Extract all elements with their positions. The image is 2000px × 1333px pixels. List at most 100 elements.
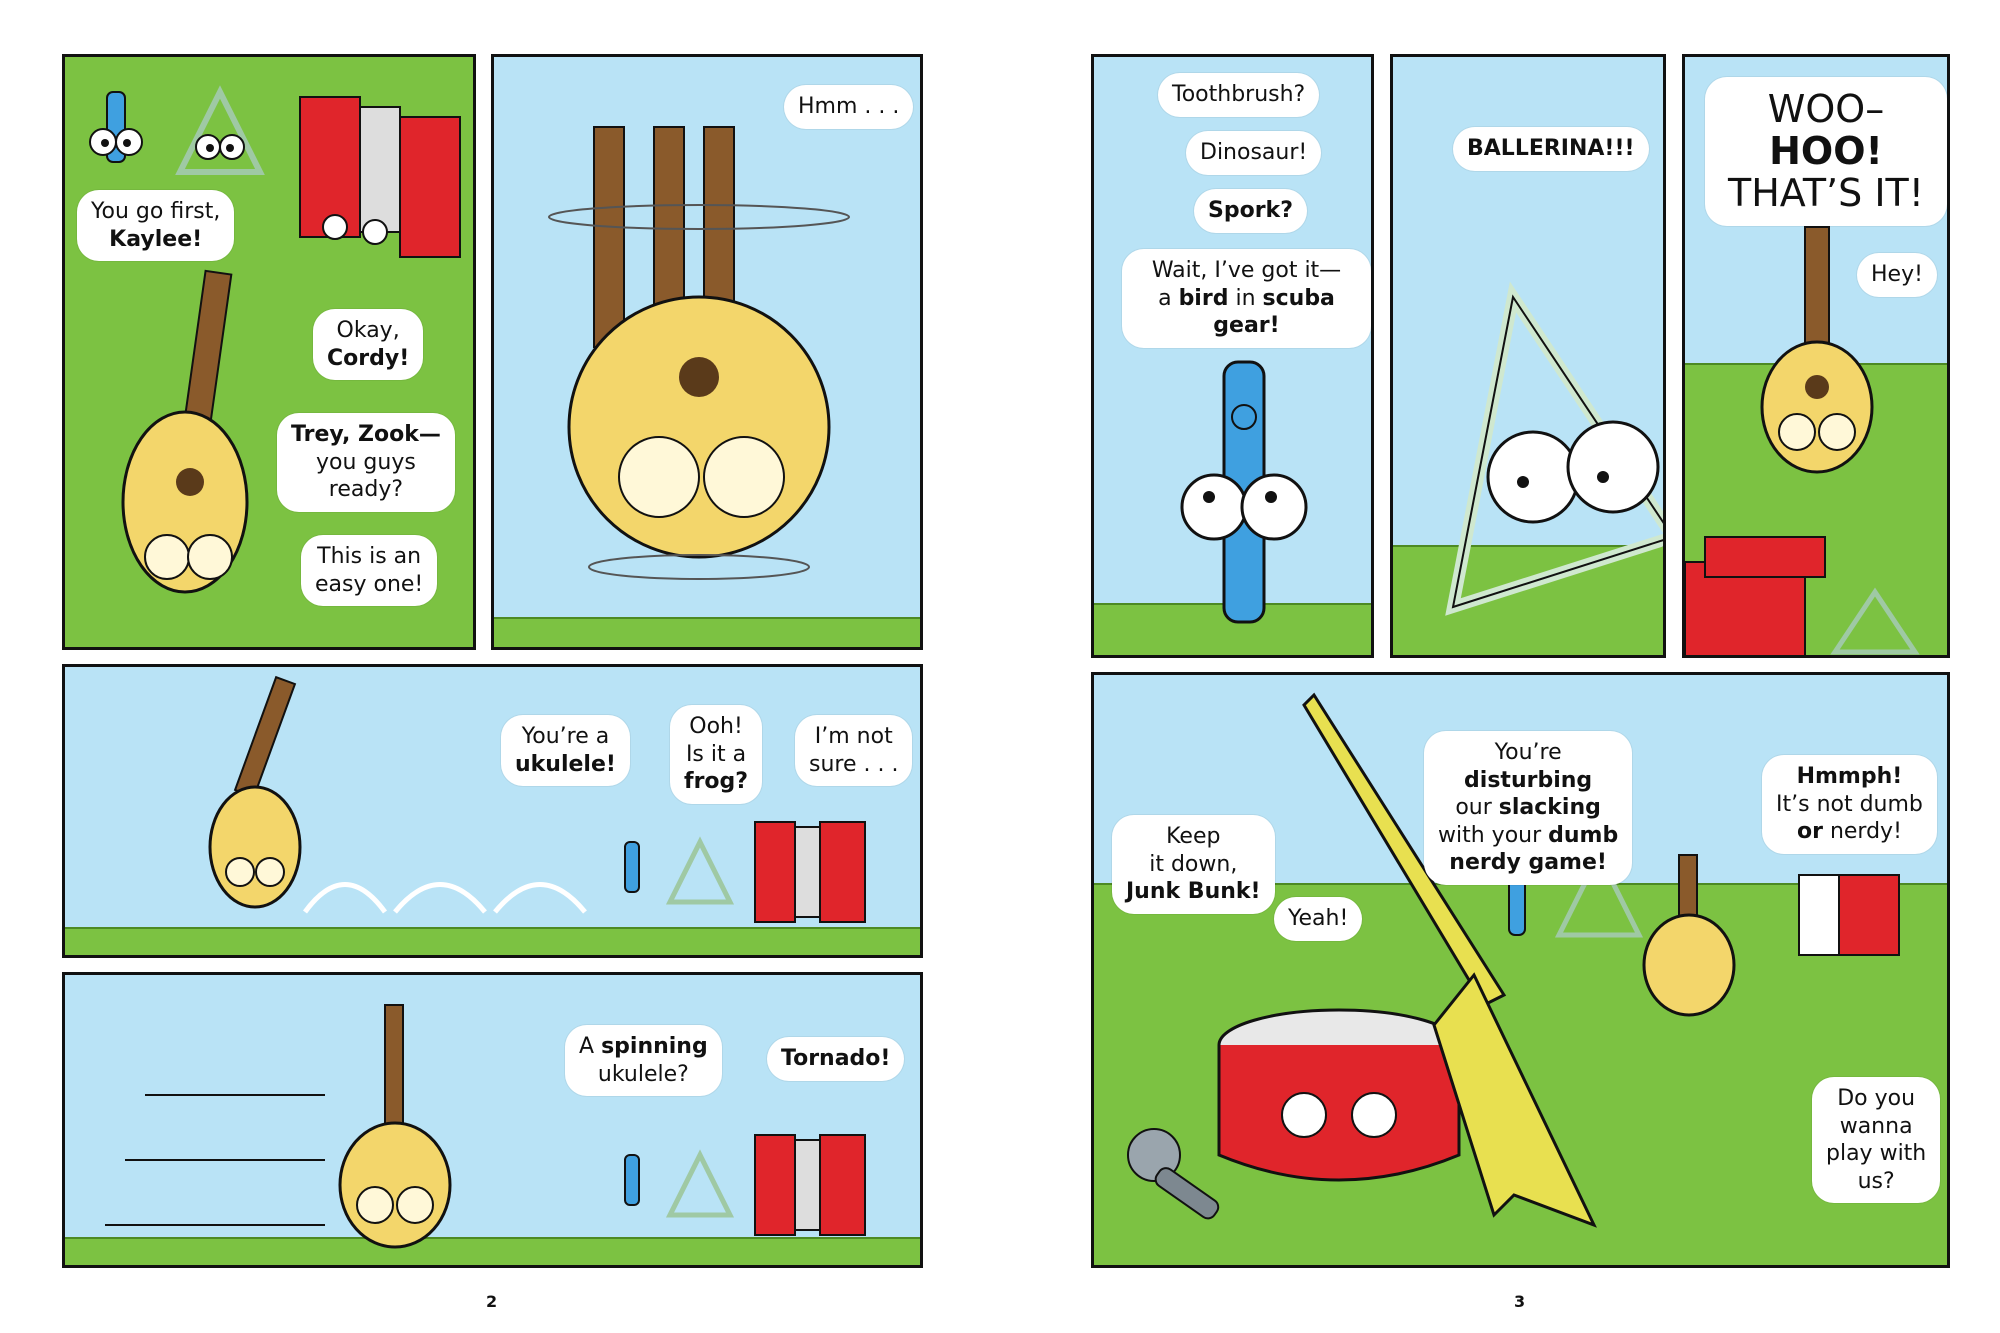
speech-bubble: Tornado! <box>767 1037 905 1081</box>
speech-bubble: Toothbrush? <box>1158 73 1320 117</box>
bubble-text: I’m not <box>814 724 893 749</box>
panel-8: Keep it down, Junk Bunk! Yeah! You’re di… <box>1091 672 1950 1268</box>
bubble-text: play with <box>1826 1141 1927 1166</box>
spinning-ukulele-character <box>548 126 850 580</box>
bubble-text: This is an <box>317 544 422 569</box>
bubble-text: WOO– <box>1767 87 1885 131</box>
bubble-text: You’re a <box>521 724 610 749</box>
bubble-text: It’s not dumb <box>1776 791 1923 817</box>
panel-5: Toothbrush? Dinosaur! Spork? Wait, I’ve … <box>1091 54 1374 658</box>
ukulele-character <box>121 269 249 594</box>
bubble-text: ready? <box>328 477 404 502</box>
bubble-text: Toothbrush? <box>1172 82 1306 107</box>
bubble-text-bold: nerdy game! <box>1449 850 1607 875</box>
speech-bubble: Hmm . . . <box>784 85 914 129</box>
grass-strip <box>494 617 920 647</box>
bubble-text-bold: Spork? <box>1208 198 1293 223</box>
bandmates-group <box>1508 849 1900 1017</box>
bubble-text-bold: dumb <box>1548 822 1619 848</box>
panel-3: You’re a ukulele! Ooh! Is it a frog? I’m… <box>62 664 923 958</box>
bubble-text-bold: Tornado! <box>781 1046 891 1071</box>
bubble-text: us? <box>1857 1168 1895 1194</box>
bubble-text: Ooh! <box>689 714 743 739</box>
speech-bubble: Dinosaur! <box>1186 131 1322 175</box>
speech-bubble: I’m not sure . . . <box>795 715 913 786</box>
bubble-text: ukulele? <box>597 1061 689 1087</box>
triangle-character <box>1445 281 1663 616</box>
bubble-text-bold: or <box>1796 819 1823 844</box>
bubble-text: our <box>1455 795 1492 820</box>
drum-character <box>1217 1008 1461 1182</box>
panel-4: A spinning ukulele? Tornado! <box>62 972 923 1268</box>
bubble-text-bold: Kaylee! <box>109 226 203 252</box>
speech-bubble: Yeah! <box>1274 897 1363 941</box>
bubble-text-bold: Junk Bunk! <box>1126 879 1261 904</box>
bubble-text: Keep <box>1166 824 1221 849</box>
bubble-text: it down, <box>1149 851 1238 877</box>
electric-guitar-character <box>1302 692 1597 1228</box>
panel-7: WOO–HOO! THAT’S IT! Hey! <box>1682 54 1950 658</box>
accordion-character <box>1685 536 1920 655</box>
panel-6: BALLERINA!!! <box>1390 54 1666 658</box>
kazoo-character <box>1180 360 1308 624</box>
speech-bubble: WOO–HOO! THAT’S IT! <box>1705 77 1947 227</box>
bubble-text-bold: ukulele! <box>515 751 616 777</box>
ukulele-character <box>1760 226 1874 474</box>
bandmates-group <box>624 1134 866 1236</box>
bubble-text: Yeah! <box>1288 906 1349 931</box>
bubble-text: Is it a <box>685 741 747 767</box>
bubble-text-bold: bird <box>1178 285 1229 311</box>
bubble-text-bold: spinning <box>601 1034 708 1059</box>
bubble-text-bold: slacking <box>1498 795 1601 820</box>
bubble-text: A <box>579 1034 595 1059</box>
page-number: 3 <box>1514 1292 1526 1311</box>
speech-bubble: Spork? <box>1194 189 1307 233</box>
triangle-character <box>175 85 265 175</box>
bubble-text: you guys <box>316 449 416 475</box>
bubble-text: You go first, <box>91 199 221 224</box>
bubble-text-bold: BALLERINA!!! <box>1467 136 1635 161</box>
bubble-text-bold: Trey, Zook— <box>291 422 441 447</box>
accordion-character <box>299 96 461 258</box>
bubble-text-bold: frog? <box>684 769 749 794</box>
bubble-text: Wait, I’ve got it— <box>1151 258 1342 283</box>
bubble-text: THAT’S IT! <box>1728 170 1924 215</box>
speech-bubble: A spinning ukulele? <box>565 1025 722 1096</box>
bubble-text: Hey! <box>1871 262 1923 287</box>
kazoo-character <box>89 91 143 163</box>
speech-bubble: Keep it down, Junk Bunk! <box>1112 815 1275 914</box>
speech-bubble: Hey! <box>1857 253 1937 297</box>
bubble-text: Do you <box>1837 1086 1916 1111</box>
bubble-text: easy one! <box>315 571 424 597</box>
bubble-text-bold: Cordy! <box>327 345 410 371</box>
speech-bubble: Wait, I’ve got it— a bird in scuba gear! <box>1122 249 1371 348</box>
speech-bubble: BALLERINA!!! <box>1453 127 1649 171</box>
speech-bubble: Hmmph! It’s not dumb or nerdy! <box>1762 755 1937 854</box>
bubble-text: sure . . . <box>809 751 899 777</box>
bubble-text-bold: scuba gear! <box>1213 285 1335 339</box>
bubble-text: with your <box>1438 822 1542 848</box>
speech-bubble: You’re disturbing our slacking with your… <box>1424 731 1633 885</box>
bubble-text: Dinosaur! <box>1200 140 1308 165</box>
bubble-text: a <box>1158 285 1172 311</box>
grass-strip <box>65 1237 920 1265</box>
panel-1: You go first, Kaylee! Okay, Cordy! Trey,… <box>62 54 476 650</box>
bubble-text: in <box>1235 285 1256 311</box>
bubble-text-bold: HOO! <box>1769 128 1883 173</box>
microphone-character <box>1127 1128 1220 1220</box>
bubble-text: wanna <box>1839 1113 1913 1139</box>
panel-2: Hmm . . . <box>491 54 923 650</box>
bubble-text: Okay, <box>336 318 400 343</box>
bandmates-group <box>624 821 866 923</box>
bubble-text-bold: Hmmph! <box>1796 764 1903 789</box>
jumping-ukulele-character <box>208 675 587 914</box>
bubble-text: nerdy! <box>1829 819 1902 844</box>
speech-bubble: Okay, Cordy! <box>313 309 424 380</box>
bubble-text: You’re <box>1494 740 1562 765</box>
bubble-text: Hmm . . . <box>798 94 900 119</box>
speech-bubble: Do you wanna play with us? <box>1812 1077 1941 1203</box>
speech-bubble: This is an easy one! <box>301 535 438 606</box>
grass-strip <box>1393 545 1663 655</box>
speech-bubble: You go first, Kaylee! <box>77 190 235 261</box>
grass-strip <box>65 927 920 955</box>
